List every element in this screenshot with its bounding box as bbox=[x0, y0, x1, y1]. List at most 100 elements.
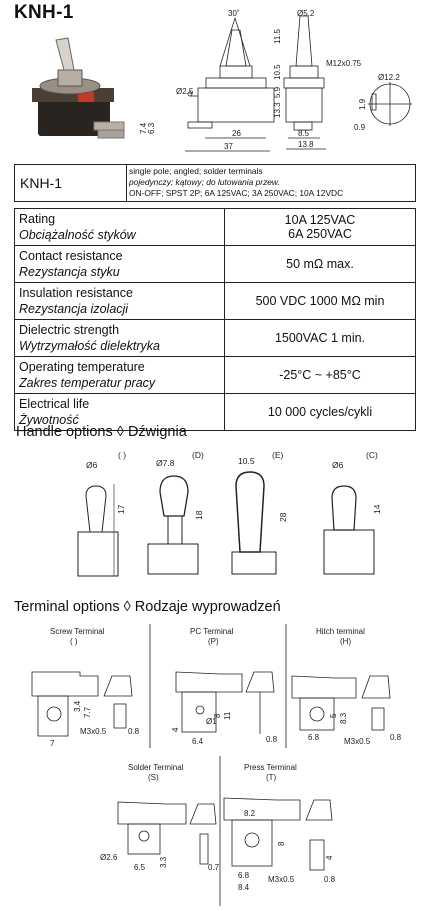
handle-options-title: Handle options ◊ Dźwignia bbox=[16, 424, 187, 440]
dimension-label: 0.8 bbox=[128, 727, 140, 736]
dimension-label: 5.9 bbox=[273, 86, 282, 98]
description-code: KNH-1 bbox=[15, 165, 127, 201]
dimension-label: Ø1 bbox=[206, 717, 217, 726]
spec-text: Rating bbox=[19, 212, 56, 226]
handle-code: (D) bbox=[192, 450, 204, 460]
dimension-label: 13.8 bbox=[298, 140, 314, 149]
dimension-drawing: 30˚ Ø5.2 11.5 M12x0.75 10.5 5.9 13.3 Ø2.… bbox=[140, 9, 412, 152]
dimension-label: 7.7 bbox=[83, 706, 92, 718]
dimension-label: 3.4 bbox=[73, 700, 82, 712]
dimension-label: M3x0.5 bbox=[268, 875, 295, 884]
dimension-label: Ø2.5 bbox=[176, 87, 194, 96]
dimension-label: 3.3 bbox=[159, 856, 168, 868]
spec-text: Electrical life bbox=[19, 397, 90, 411]
dimension-label: 8.4 bbox=[238, 883, 250, 892]
dimension-label: 13.3 bbox=[273, 102, 282, 118]
dimension-label: 7 bbox=[50, 739, 55, 748]
dimension-label: 8.2 bbox=[244, 809, 256, 818]
spec-text: Rezystancja izolacji bbox=[19, 302, 129, 316]
dimension-label: 1.9 bbox=[358, 98, 367, 110]
spec-text: Żywotność bbox=[19, 413, 79, 427]
product-title: KNH-1 bbox=[14, 2, 74, 23]
terminal-name: Screw Terminal bbox=[50, 627, 105, 636]
spec-text: Obciążalność styków bbox=[19, 228, 136, 242]
dimension-label: 11 bbox=[223, 711, 232, 720]
handle-code: (E) bbox=[272, 450, 284, 460]
spec-text: Wytrzymałość dielektryka bbox=[19, 339, 160, 353]
dimension-label: 28 bbox=[278, 512, 288, 522]
dimension-label: M3x0.5 bbox=[344, 737, 371, 746]
dimension-label: 6.4 bbox=[192, 737, 204, 746]
dimension-label: Ø7.8 bbox=[156, 458, 175, 468]
terminal-name: Press Terminal bbox=[244, 763, 297, 772]
dimension-label: 4 bbox=[325, 855, 334, 860]
dim-stem-dia: Ø5.2 bbox=[297, 9, 315, 18]
dimension-label: Ø12.2 bbox=[378, 73, 400, 82]
dimension-label: Ø6 bbox=[86, 460, 98, 470]
dimension-label: M12x0.75 bbox=[326, 59, 362, 68]
dimension-label: (T) bbox=[266, 773, 277, 782]
spec-text: Zakres temperatur pracy bbox=[19, 376, 156, 390]
dimension-label: 0.8 bbox=[324, 875, 336, 884]
dimension-label: ( ) bbox=[70, 637, 78, 646]
dimension-label: 6.3 bbox=[147, 122, 156, 134]
spec-text: 500 VDC 1000 MΩ min bbox=[224, 282, 416, 320]
spec-text: Rezystancja styku bbox=[19, 265, 120, 279]
terminal-name: Solder Terminal bbox=[128, 763, 184, 772]
dimension-label: 10.5 bbox=[273, 64, 282, 80]
spec-text: Dielectric strength bbox=[19, 323, 120, 337]
terminal-name: Hitch terminal bbox=[316, 627, 365, 636]
spec-text: 10 000 cycles/cykli bbox=[224, 393, 416, 431]
terminal-options-drawing: Screw Terminal ( ) 3.4 7.7 7 M3x0.5 0.8 … bbox=[31, 624, 402, 906]
spec-text: 10A 125VAC bbox=[284, 213, 356, 227]
handle-options-drawing: ( ) Ø6 17 (D) Ø7.8 18 (E) 10.5 28 (C) Ø6… bbox=[77, 450, 382, 577]
dimension-label: 0.8 bbox=[266, 735, 278, 744]
dimension-label: 5 bbox=[329, 713, 338, 718]
dimension-label: 17 bbox=[116, 504, 126, 514]
dimension-label: 7.4 bbox=[140, 122, 148, 134]
dimension-label: 0.8 bbox=[390, 733, 402, 742]
spec-text: Operating temperature bbox=[19, 360, 145, 374]
dimension-label: 8 bbox=[213, 713, 222, 718]
dimension-label: 6.5 bbox=[134, 863, 146, 872]
spec-text: 50 mΩ max. bbox=[224, 245, 416, 283]
dimension-label: Ø6 bbox=[332, 460, 344, 470]
dimension-label: 8 bbox=[277, 841, 286, 846]
dimension-label: 0.7 bbox=[208, 863, 220, 872]
spec-text: -25°C ~ +85°C bbox=[224, 356, 416, 394]
dimension-label: 11.5 bbox=[273, 28, 282, 44]
switch-photo bbox=[32, 37, 125, 139]
dimension-label: 6.8 bbox=[238, 871, 250, 880]
handle-code: (C) bbox=[366, 450, 378, 460]
dimension-label: Ø2.6 bbox=[100, 853, 118, 862]
description-text: single pole; angled; solder terminals po… bbox=[129, 166, 344, 198]
description-box: KNH-1 single pole; angled; solder termin… bbox=[14, 164, 416, 202]
dimension-label: 10.5 bbox=[238, 456, 255, 466]
dimension-label: (H) bbox=[340, 637, 351, 646]
dimension-label: M3x0.5 bbox=[80, 727, 107, 736]
spec-text: Contact resistance bbox=[19, 249, 123, 263]
handle-code: ( ) bbox=[118, 450, 126, 460]
dimension-label: 8.5 bbox=[298, 129, 310, 138]
dimension-label: 8.3 bbox=[339, 712, 348, 724]
dimension-label: 6.8 bbox=[308, 733, 320, 742]
spec-text: 1500VAC 1 min. bbox=[224, 319, 416, 357]
terminal-options-title: Terminal options ◊ Rodzaje wyprowadzeń bbox=[14, 599, 281, 615]
dimension-label: 0.9 bbox=[354, 123, 366, 132]
dimension-label: (S) bbox=[148, 773, 159, 782]
dim-angle: 30˚ bbox=[228, 9, 240, 18]
